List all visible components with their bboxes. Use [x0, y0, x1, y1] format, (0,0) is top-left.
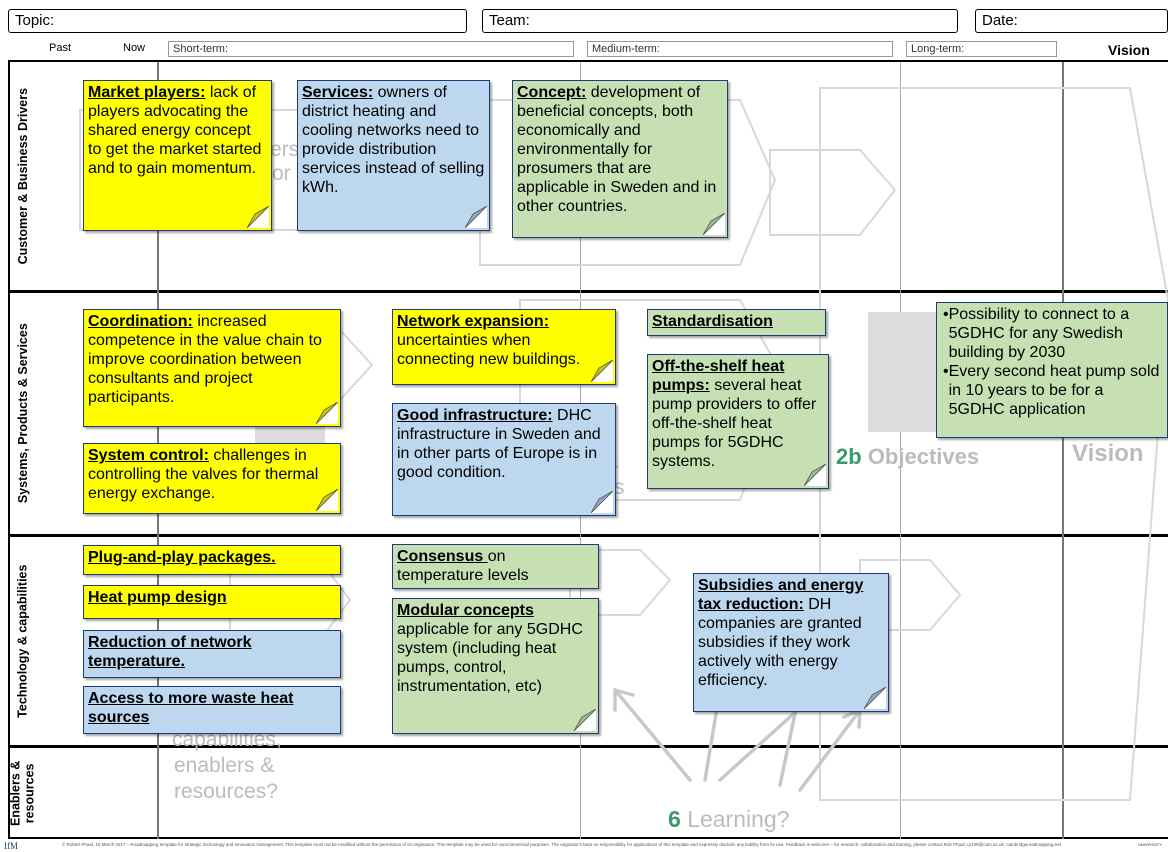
ghost-text-resources: resources?: [174, 780, 278, 803]
note-heat-pump-design[interactable]: Heat pump design: [83, 585, 341, 619]
topic-label: Topic:: [15, 12, 55, 29]
page-curl-icon: [591, 360, 613, 382]
page-curl-icon: [591, 491, 613, 513]
medium-term-field[interactable]: Medium-term:: [587, 41, 893, 57]
objectives-label: 2b Objectives: [836, 444, 979, 470]
grid-frame: [8, 60, 1168, 839]
note-services[interactable]: Services: owners of district heating and…: [297, 80, 490, 231]
topic-field[interactable]: Topic:: [8, 9, 467, 33]
note-plug-and-play[interactable]: Plug-and-play packages.: [83, 545, 341, 575]
long-term-field[interactable]: Long-term:: [906, 41, 1057, 57]
page-curl-icon: [864, 687, 886, 709]
page-curl-icon: [316, 402, 338, 424]
university-logo: UNIVERSITY: [1138, 842, 1163, 847]
note-concept[interactable]: Concept: development of beneficial conce…: [512, 80, 728, 238]
objectives-text: Objectives: [867, 444, 980, 469]
note-consensus[interactable]: Consensus on temperature levels: [392, 544, 599, 589]
note-market-players[interactable]: Market players: lack of players advocati…: [83, 80, 272, 231]
team-label: Team:: [489, 12, 530, 29]
ghost-text-or: or: [272, 162, 291, 185]
learning-number: 6: [668, 806, 681, 832]
note-network-expansion[interactable]: Network expansion: uncertainties when co…: [392, 309, 616, 385]
note-vision-goals[interactable]: •Possibility to connect to a 5GDHC for a…: [936, 302, 1168, 438]
page-curl-icon: [316, 489, 338, 511]
ifm-logo: IfM: [4, 841, 18, 851]
row-divider-1: [8, 290, 1168, 293]
note-subsidies[interactable]: Subsidies and energy tax reduction: DH c…: [693, 573, 889, 712]
note-reduction-network[interactable]: Reduction of network temperature.: [83, 630, 341, 678]
timeline-past: Past: [49, 42, 72, 54]
note-modular-concepts[interactable]: Modular concepts applicable for any 5GDH…: [392, 598, 599, 734]
page-curl-icon: [804, 464, 826, 486]
ghost-text-enablers: enablers &: [174, 754, 275, 777]
ghost-text-ers: ers: [270, 138, 300, 161]
note-system-control[interactable]: System control: challenges in controllin…: [83, 443, 341, 514]
vision-bullet-2: •Every second heat pump sold in 10 years…: [943, 363, 1160, 418]
timeline-now: Now: [123, 42, 146, 54]
page-curl-icon: [465, 206, 487, 228]
medium-term-line: [900, 62, 901, 839]
learning-label: 6 Learning?: [668, 806, 790, 833]
note-standardisation[interactable]: Standardisation: [647, 309, 826, 336]
vision-bullet-1: •Possibility to connect to a 5GDHC for a…: [943, 306, 1130, 361]
note-good-infrastructure[interactable]: Good infrastructure: DHC infrastructure …: [392, 403, 616, 516]
vision-ghost-label: Vision: [1072, 440, 1144, 467]
team-field[interactable]: Team:: [482, 9, 958, 33]
timeline-vision: Vision: [1108, 42, 1150, 58]
short-term-field[interactable]: Short-term:: [168, 41, 574, 57]
learning-text: Learning?: [687, 806, 790, 832]
date-label: Date:: [982, 12, 1018, 29]
objectives-number: 2b: [836, 444, 862, 469]
long-term-line: [1062, 62, 1064, 839]
note-off-the-shelf[interactable]: Off-the-shelf heat pumps: several heat p…: [647, 354, 829, 489]
note-coordination[interactable]: Coordination: increased competence in th…: [83, 309, 341, 427]
page-curl-icon: [574, 709, 596, 731]
row-divider-2: [8, 534, 1168, 537]
copyright-text: © Robert Phaal, 10 March 2017 – Roadmapp…: [62, 842, 1062, 847]
page-curl-icon: [247, 206, 269, 228]
row-divider-3: [8, 745, 1168, 748]
ghost-text-s: s: [614, 476, 625, 499]
page-curl-icon: [703, 213, 725, 235]
note-waste-heat[interactable]: Access to more waste heat sources: [83, 686, 341, 734]
